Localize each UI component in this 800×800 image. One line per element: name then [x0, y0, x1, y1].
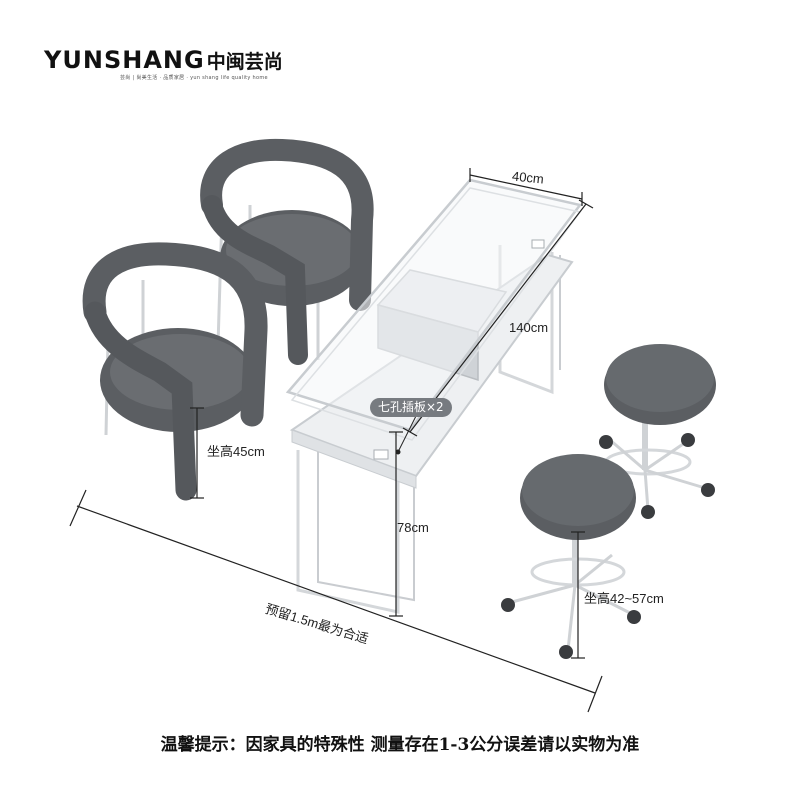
chair-front: [82, 242, 268, 501]
table-width-label: 40cm: [511, 168, 545, 187]
table-length-label: 140cm: [509, 320, 549, 335]
table-height-label: 78cm: [397, 520, 429, 535]
brand-slogan: 芸尚 | 尚美生活 · 品质家居 · yun shang life qualit…: [120, 75, 268, 81]
dimension-lines: [69, 168, 603, 713]
measurement-notice: 温馨提示：因家具的特殊性 测量存在1-3公分误差请以实物为准: [160, 735, 640, 755]
manicure-table: [285, 178, 583, 614]
brand-name-latin: YUNSHANG: [44, 46, 205, 74]
callout-anchor-dot: [395, 449, 401, 455]
stool-seat-height-label: 坐高42~57cm: [584, 591, 664, 606]
power-strip-callout: 七孔插板×2: [370, 398, 452, 417]
chair-back: [200, 138, 374, 365]
stool-back: [599, 344, 716, 519]
stool-front: [501, 454, 641, 659]
brand-name-cn: 中闽芸尚: [206, 51, 283, 73]
chair-seat-height-label: 坐高45cm: [207, 444, 265, 459]
